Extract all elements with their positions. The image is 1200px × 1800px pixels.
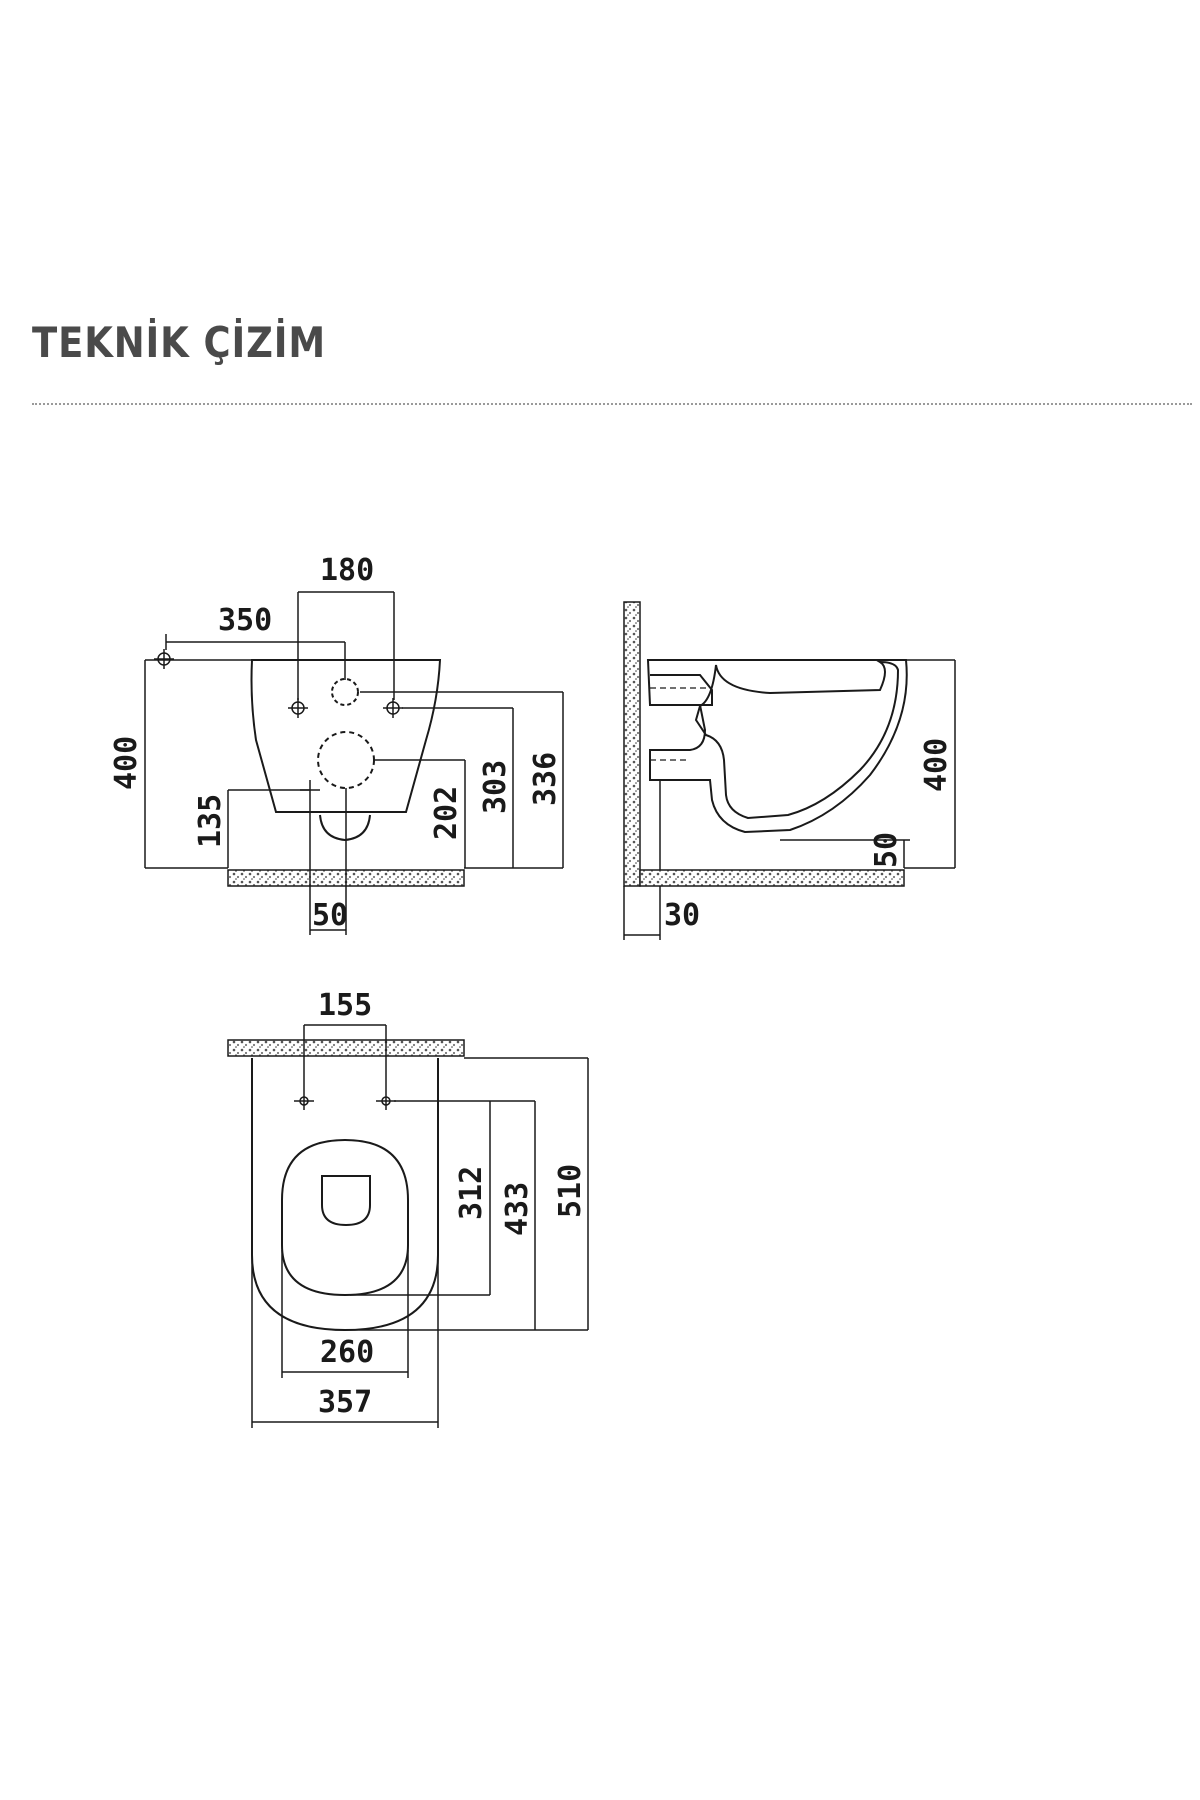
side-view [623,601,956,940]
side-inlet [650,674,713,706]
dim-top-433: 433 [500,1182,535,1236]
dim-front-50: 50 [312,898,348,933]
dim-side-400: 400 [919,738,954,792]
top-bowl-opening [321,1175,371,1227]
front-bowl-outline [250,659,442,813]
front-fixing-holes [288,698,403,800]
top-wall [227,1039,465,1057]
top-dimension-lines [251,1024,589,1428]
dim-top-312: 312 [454,1166,489,1220]
front-wall-screw [154,649,174,669]
dim-front-350: 350 [218,603,272,638]
front-top-hole [331,678,359,706]
dim-front-202: 202 [429,786,464,840]
dim-front-180: 180 [320,553,374,588]
side-wall [623,601,641,887]
side-bowl-inner [694,660,900,820]
dim-top-357: 357 [318,1385,372,1420]
dim-front-303: 303 [478,760,513,814]
top-view [227,1024,589,1428]
top-seat-outline [281,1138,409,1297]
side-floor [639,869,905,887]
dim-front-336: 336 [528,752,563,806]
dim-top-510: 510 [553,1164,588,1218]
front-dimension-lines [144,591,564,935]
title-divider [32,403,1192,405]
dim-front-135: 135 [193,794,228,848]
dim-side-50: 50 [869,832,904,868]
front-view [144,591,564,935]
side-bowl-outer [646,659,908,834]
page-title: TEKNİK ÇİZİM [32,318,327,367]
dim-top-260: 260 [320,1335,374,1370]
dim-top-155: 155 [318,988,372,1023]
top-body-outline [251,1058,439,1332]
dim-front-400: 400 [109,736,144,790]
side-dimension-lines [623,659,956,940]
front-drain-hole [317,731,375,789]
front-outlet [319,814,371,842]
dim-side-30: 30 [664,898,700,933]
top-fixing-holes [294,1096,396,1106]
